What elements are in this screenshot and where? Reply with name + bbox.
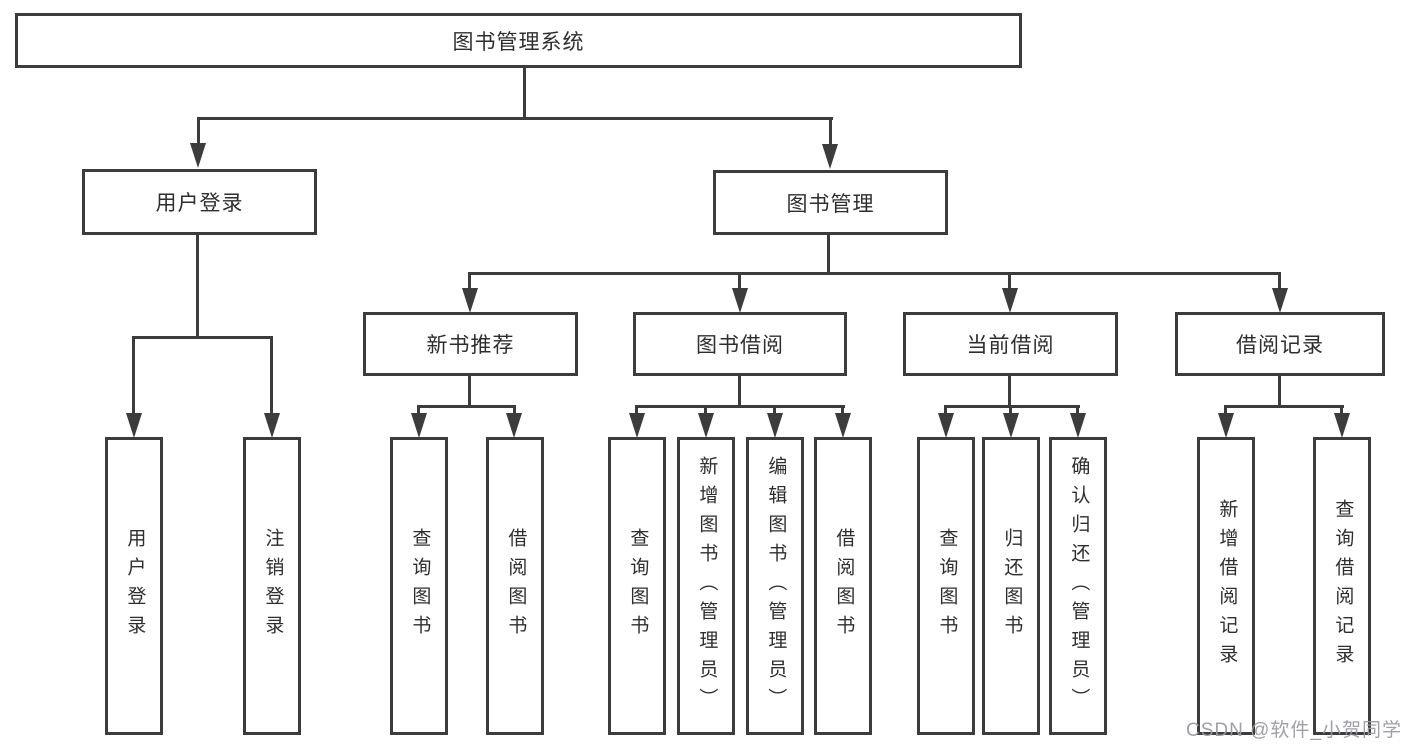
arrowhead-down-icon [732, 288, 748, 313]
node-label: 编辑图书（管理员） [765, 455, 787, 717]
connector-drop [841, 405, 844, 415]
arrowhead-down-icon [1003, 413, 1019, 438]
connector-drop [773, 405, 776, 415]
node-label: 用户登录 [155, 192, 244, 215]
arrowhead-down-icon [767, 413, 783, 438]
arrowhead-down-icon [126, 413, 142, 438]
arrowhead-down-icon [938, 413, 954, 438]
arrowhead-down-icon [629, 413, 645, 438]
arrowhead-down-icon [835, 413, 851, 438]
node-label: 查询图书 [409, 528, 431, 644]
node-label: 借阅图书 [505, 528, 527, 644]
arrowhead-down-icon [1070, 413, 1086, 438]
node-user-login: 用户登录 [82, 169, 317, 235]
arrowhead-down-icon [698, 413, 714, 438]
node-library-system: 图书管理系统 [15, 13, 1022, 68]
connector-root-stub [523, 66, 526, 120]
node-current-borrowing: 当前借阅 [903, 312, 1118, 376]
arrowhead-down-icon [1002, 288, 1018, 313]
connector-drop [1278, 272, 1281, 291]
node-label: 图书管理 [786, 192, 875, 216]
connector-user-login-rail [132, 336, 273, 339]
connector-section-rail [944, 405, 1080, 408]
connector-section-rail [1224, 405, 1344, 408]
node-borrowing-records: 借阅记录 [1175, 312, 1385, 376]
node-label: 借阅记录 [1236, 334, 1324, 357]
connector-drop [1340, 405, 1343, 415]
connector-drop [197, 117, 200, 146]
arrowhead-down-icon [1334, 413, 1350, 438]
leaf-query-books-borrowing: 查询图书 [608, 437, 666, 735]
connector-section-stub [1278, 374, 1281, 407]
arrowhead-down-icon [1272, 288, 1288, 313]
node-label: 新增图书（管理员） [696, 455, 718, 717]
connector-drop [1224, 405, 1227, 415]
connector-drop [635, 405, 638, 415]
node-label: 当前借阅 [966, 334, 1055, 357]
leaf-borrow-books: 借阅图书 [814, 437, 872, 735]
node-label: 新书推荐 [426, 334, 515, 357]
leaf-return-books: 归还图书 [982, 437, 1040, 735]
leaf-query-books-recommend: 查询图书 [390, 437, 448, 735]
connector-drop [132, 336, 135, 415]
connector-book-mgmt-rail [468, 272, 1281, 275]
arrowhead-down-icon [1218, 413, 1234, 438]
connector-drop [417, 405, 420, 415]
arrowhead-down-icon [506, 413, 522, 438]
arrowhead-down-icon [411, 413, 427, 438]
node-label: 图书借阅 [696, 334, 784, 357]
leaf-confirm-return-admin: 确认归还（管理员） [1049, 437, 1107, 735]
connector-drop [704, 405, 707, 415]
leaf-logout: 注销登录 [243, 437, 301, 735]
node-new-book-recommendation: 新书推荐 [363, 312, 578, 376]
node-label: 查询图书 [936, 528, 958, 644]
connector-book-mgmt-stub [827, 233, 830, 275]
arrowhead-down-icon [264, 413, 280, 438]
leaf-edit-books-admin: 编辑图书（管理员） [746, 437, 804, 735]
connector-section-stub [738, 374, 741, 407]
node-label: 确认归还（管理员） [1068, 455, 1090, 717]
leaf-query-books-current: 查询图书 [917, 437, 975, 735]
connector-section-stub [1008, 374, 1011, 407]
leaf-user-login: 用户登录 [105, 437, 163, 735]
arrowhead-down-icon [822, 144, 838, 169]
node-label: 用户登录 [124, 528, 146, 644]
node-label: 注销登录 [262, 528, 284, 644]
connector-drop [513, 405, 516, 415]
connector-drop [1076, 405, 1079, 415]
leaf-add-books-admin: 新增图书（管理员） [677, 437, 735, 735]
connector-root-rail [197, 117, 833, 120]
connector-drop [738, 272, 741, 291]
connector-drop [1008, 272, 1011, 291]
connector-section-rail [635, 405, 845, 408]
leaf-borrow-books-recommend: 借阅图书 [486, 437, 544, 735]
node-label: 图书管理系统 [452, 30, 585, 54]
connector-drop [468, 272, 471, 291]
connector-drop [270, 336, 273, 415]
leaf-add-borrow-record: 新增借阅记录 [1197, 437, 1255, 735]
node-label: 查询图书 [627, 528, 649, 644]
connector-user-login-stub [196, 233, 199, 339]
node-label: 查询借阅记录 [1332, 499, 1354, 673]
arrowhead-down-icon [462, 288, 478, 313]
csdn-watermark: CSDN @软件_小贺同学 [1186, 720, 1402, 741]
node-label: 借阅图书 [833, 528, 855, 644]
connector-drop [829, 117, 832, 146]
arrowhead-down-icon [190, 143, 206, 168]
node-book-borrowing: 图书借阅 [633, 312, 847, 376]
node-book-management: 图书管理 [713, 170, 948, 235]
leaf-query-borrow-record: 查询借阅记录 [1313, 437, 1371, 735]
connector-section-rail [417, 405, 516, 408]
node-label: 归还图书 [1001, 528, 1023, 644]
connector-section-stub [468, 374, 471, 407]
connector-drop [944, 405, 947, 415]
connector-drop [1009, 405, 1012, 415]
node-label: 新增借阅记录 [1216, 499, 1238, 673]
